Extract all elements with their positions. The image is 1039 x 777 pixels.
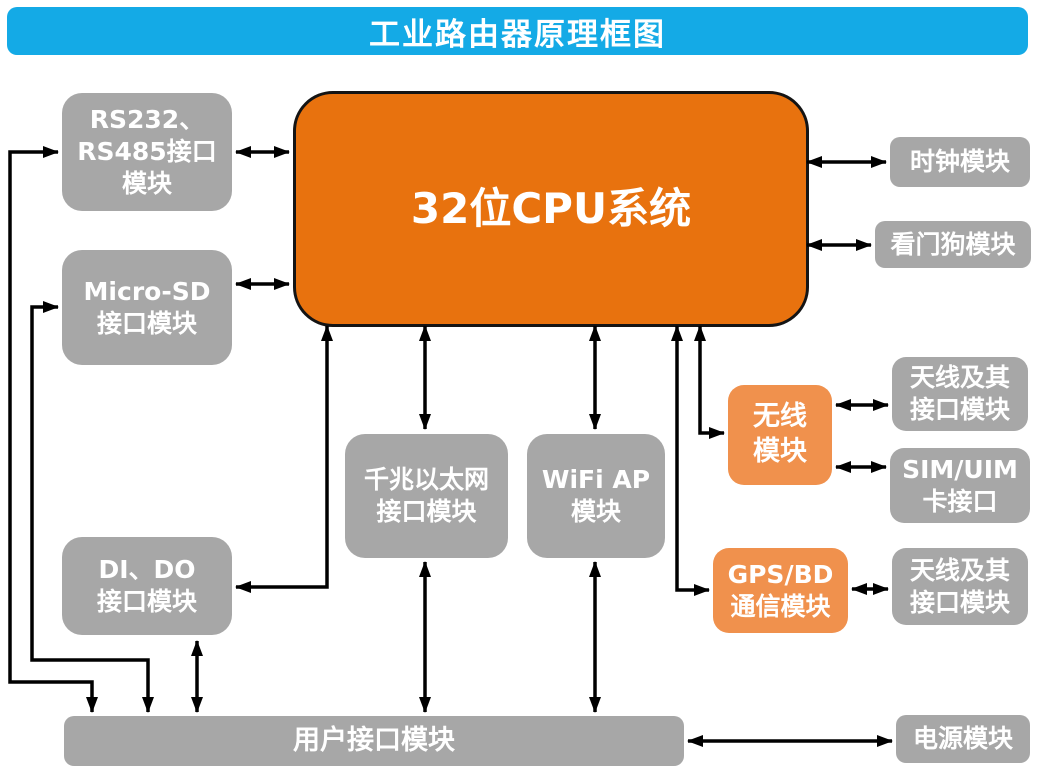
node-clock-module: 时钟模块: [890, 137, 1030, 187]
node-di-do-interface: DI、DO 接口模块: [62, 537, 232, 635]
page-title: 工业路由器原理框图: [369, 16, 666, 53]
node-antenna-interface-top: 天线及其 接口模块: [892, 357, 1028, 431]
edge-cpu-gpsbd: [671, 325, 710, 596]
node-user-interface-module: 用户接口模块: [64, 716, 684, 766]
node-rs232-rs485-interface: RS232、 RS485接口 模块: [62, 93, 232, 211]
node-wifi-ap: WiFi AP 模块: [527, 434, 665, 558]
title-banner: 工业路由器原理框图: [7, 7, 1028, 55]
edge-cpu-wireless: [694, 325, 725, 439]
node-gigabit-ethernet: 千兆以太网 接口模块: [345, 434, 508, 558]
node-cpu: 32位CPU系统: [293, 91, 809, 327]
node-sim-uim-card: SIM/UIM 卡接口: [890, 448, 1030, 523]
node-watchdog-module: 看门狗模块: [875, 221, 1031, 268]
node-wireless-module: 无线 模块: [728, 385, 832, 485]
edge-cpu-dido: [235, 325, 333, 593]
node-gps-bd-module: GPS/BD 通信模块: [713, 548, 848, 633]
edge-microsd-userbar: [30, 301, 154, 713]
node-antenna-interface-bottom: 天线及其 接口模块: [892, 548, 1028, 625]
node-power-module: 电源模块: [896, 715, 1030, 763]
node-micro-sd-interface: Micro-SD 接口模块: [62, 250, 232, 365]
